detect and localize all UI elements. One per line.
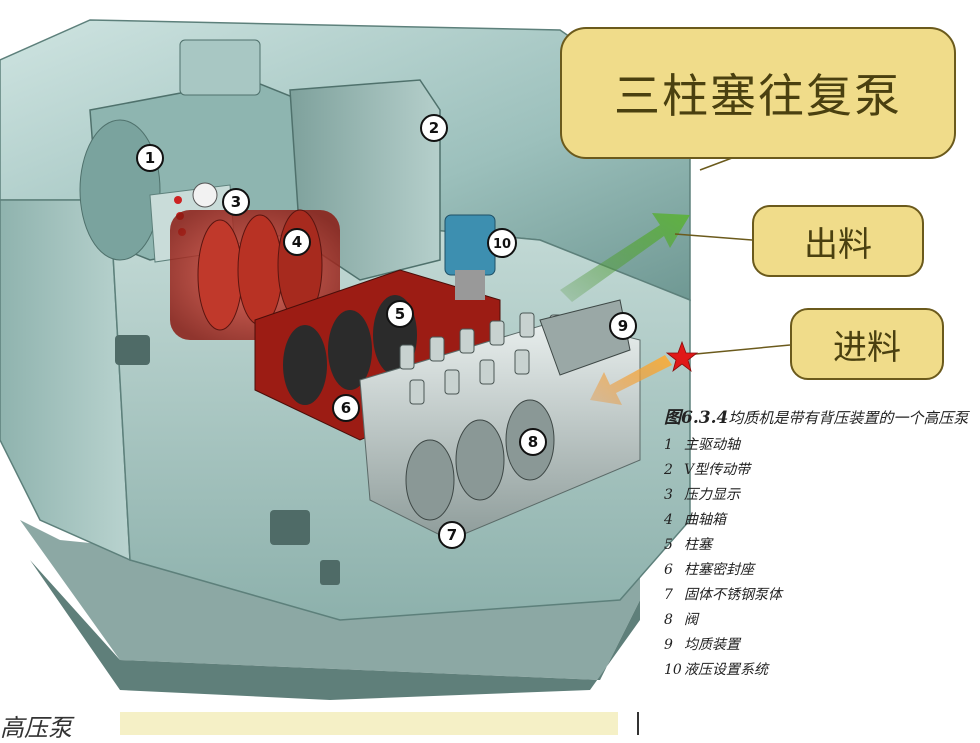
legend-label: 液压设置系统 [684,662,768,678]
outlet-leader [674,233,753,241]
legend-label: 阀 [684,612,698,628]
svg-text:7: 7 [447,526,457,544]
marker-5: 5 [386,300,414,328]
legend-item: 7 固体不锈钢泵体 [664,583,974,608]
svg-text:3: 3 [231,193,241,211]
marker-6: 6 [332,394,360,422]
legend-label: 曲轴箱 [684,512,726,528]
legend-label: 柱塞 [684,537,712,553]
inlet-arrow [590,355,672,405]
outlet-label: 出料 [804,224,872,265]
legend-item: 1 主驱动轴 [664,433,974,458]
legend-item: 2 V型传动带 [664,458,974,483]
legend-number: 10 [664,662,682,678]
caption-text: 均质机是带有背压装置的一个高压泵 [728,409,969,427]
legend-label: 均质装置 [684,637,740,653]
legend-label: 主驱动轴 [684,437,740,453]
caption-heading: 图6.3.4均质机是带有背压装置的一个高压泵 [664,407,974,429]
legend-list: 1 主驱动轴 2 V型传动带 3 压力显示 4 曲轴箱 5 柱塞 6 柱塞密封座 7 固体不锈… [664,433,974,683]
legend-number: 1 [664,437,673,453]
legend-number: 7 [664,587,673,603]
marker-2: 2 [420,114,448,142]
svg-text:9: 9 [618,317,628,335]
marker-10: 10 [487,228,517,258]
bottom-text: 高压泵 [0,714,72,742]
figure-caption: 图6.3.4均质机是带有背压装置的一个高压泵 1 主驱动轴 2 V型传动带 3 压力显… [664,407,974,683]
title-callout: 三柱塞往复泵 [560,27,956,159]
legend-number: 2 [664,462,673,478]
outlet-arrow [560,213,690,302]
title-text: 三柱塞往复泵 [614,69,902,123]
marker-7: 7 [438,521,466,549]
legend-item: 4 曲轴箱 [664,508,974,533]
legend-label: V型传动带 [684,462,751,478]
legend-label: 柱塞密封座 [684,562,754,578]
svg-text:8: 8 [528,433,538,451]
legend-number: 5 [664,537,673,553]
outlet-callout: 出料 [752,205,924,277]
svg-text:10: 10 [493,237,511,252]
legend-number: 6 [664,562,673,578]
legend-number: 3 [664,487,673,503]
bottom-tick-mark [637,712,639,735]
legend-item: 6 柱塞密封座 [664,558,974,583]
legend-label: 压力显示 [684,487,740,503]
svg-text:1: 1 [145,149,155,167]
svg-text:6: 6 [341,399,351,417]
svg-text:2: 2 [429,119,439,137]
legend-number: 9 [664,637,673,653]
inlet-star-marker [665,340,699,373]
marker-4: 4 [283,228,311,256]
inlet-callout: 进料 [790,308,944,380]
bottom-highlight-bar [120,712,618,735]
svg-text:5: 5 [395,305,405,323]
svg-text:4: 4 [292,233,302,251]
legend-number: 4 [664,512,673,528]
legend-label: 固体不锈钢泵体 [684,587,782,603]
legend-item: 3 压力显示 [664,483,974,508]
inlet-leader [684,344,791,356]
marker-1: 1 [136,144,164,172]
legend-number: 8 [664,612,673,628]
marker-8: 8 [519,428,547,456]
legend-item: 5 柱塞 [664,533,974,558]
marker-9: 9 [609,312,637,340]
marker-3: 3 [222,188,250,216]
caption-number: 图6.3.4 [664,408,729,428]
legend-item: 9 均质装置 [664,633,974,658]
inlet-label: 进料 [833,327,901,368]
